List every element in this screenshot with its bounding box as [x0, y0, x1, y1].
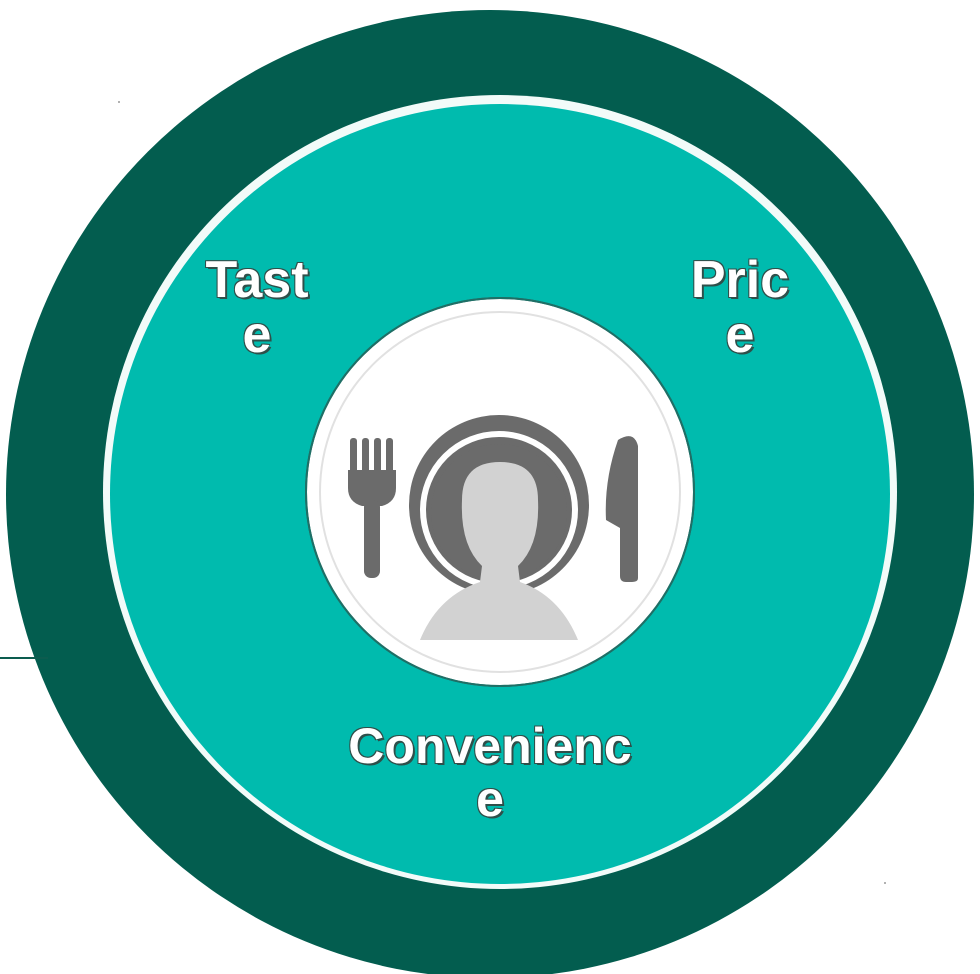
label-convenience: Convenienc e — [270, 720, 710, 825]
label-price-line-2: e — [725, 305, 755, 364]
speck — [884, 882, 886, 884]
center-disc-inner-edge — [319, 311, 681, 673]
label-convenience-line-2: e — [476, 770, 504, 827]
left-divider-line — [0, 657, 48, 659]
label-taste: Tast e — [172, 253, 342, 362]
speck — [118, 101, 120, 103]
label-taste-line-1: Tast — [205, 251, 309, 309]
fork-icon — [348, 438, 396, 578]
center-disc-outline — [305, 297, 695, 687]
person-icon — [420, 462, 578, 640]
label-price: Pric e — [660, 253, 820, 362]
label-price-line-1: Pric — [690, 251, 790, 309]
knife-icon — [605, 436, 638, 582]
label-convenience-line-1: Convenienc — [348, 718, 632, 774]
label-taste-line-2: e — [242, 305, 272, 364]
